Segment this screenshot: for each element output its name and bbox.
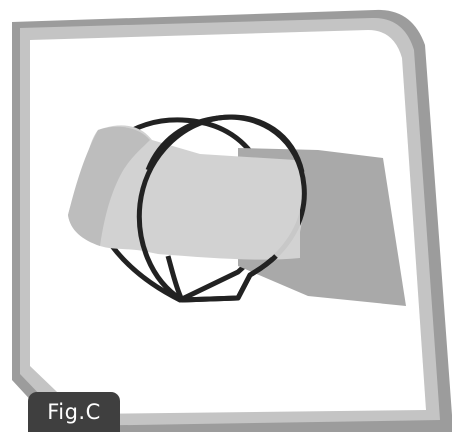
figure-label-badge: Fig.C [28, 392, 120, 432]
ring-front-top-segment [145, 114, 305, 173]
strap-curl [68, 126, 150, 246]
ring-front-bottom-segment [165, 254, 278, 303]
strap-front-overlap [150, 178, 300, 258]
figure-label: Fig.C [47, 400, 101, 424]
